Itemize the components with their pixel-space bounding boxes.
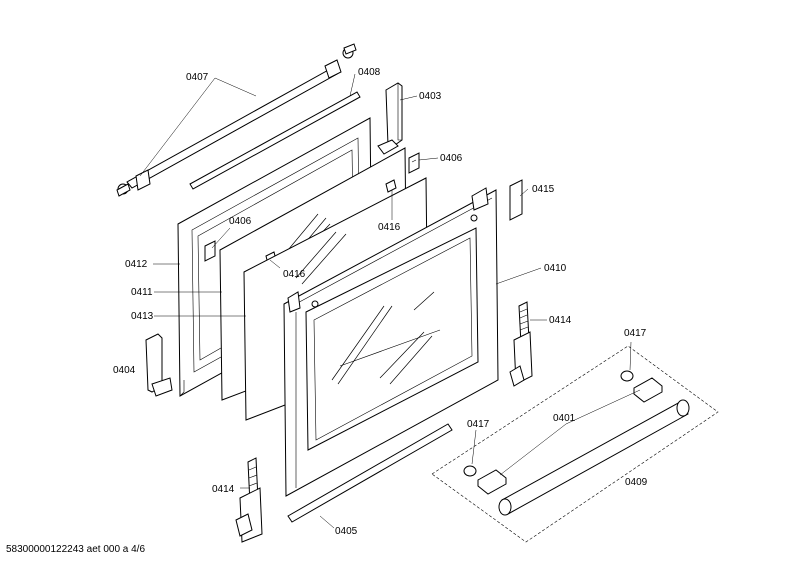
- leader-lines: [139, 73, 641, 529]
- label-0413: 0413: [131, 311, 154, 322]
- label-0406-left: 0406: [229, 216, 252, 227]
- seal-rod-part: [189, 91, 361, 190]
- label-0405: 0405: [335, 526, 358, 537]
- top-rail-part: [116, 43, 357, 197]
- handle-set-0409-part: [431, 345, 719, 543]
- label-0411: 0411: [131, 287, 153, 298]
- label-0408: 0408: [358, 67, 381, 78]
- label-0414-left: 0414: [212, 484, 235, 495]
- label-0415: 0415: [532, 184, 555, 195]
- side-piece-0404-part: [145, 333, 173, 397]
- label-0401: 0401: [553, 413, 576, 424]
- label-0416-right: 0416: [378, 222, 401, 233]
- label-0403: 0403: [419, 91, 442, 102]
- hinge-0414-left-part: [235, 457, 263, 543]
- bottom-rod-0405-part: [287, 423, 453, 523]
- clip-0416-right-part: [385, 179, 397, 193]
- label-0416-left: 0416: [283, 269, 306, 280]
- label-0417-top: 0417: [624, 328, 647, 339]
- label-0406-right: 0406: [440, 153, 463, 164]
- label-0410: 0410: [544, 263, 567, 274]
- label-0417-bottom: 0417: [467, 419, 490, 430]
- label-0407: 0407: [186, 72, 209, 83]
- clip-0406-left-part: [204, 240, 216, 262]
- label-0409: 0409: [625, 477, 648, 488]
- label-0412: 0412: [125, 259, 148, 270]
- label-0404: 0404: [113, 365, 136, 376]
- bracket-0403-part: [377, 82, 403, 155]
- clip-0406-part: [408, 152, 420, 174]
- hinge-0414-right-part: [509, 301, 533, 387]
- document-footer: 58300000122243 aet 000 a 4/6: [6, 544, 145, 555]
- strip-0415-part: [509, 179, 523, 221]
- front-door-0410-part: [283, 187, 499, 497]
- label-0414-right: 0414: [549, 315, 572, 326]
